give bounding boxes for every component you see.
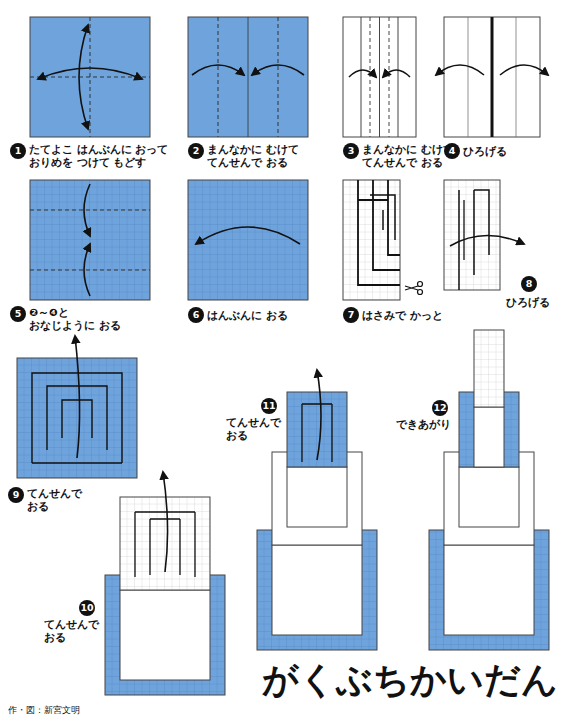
instruction-text: てんせんで おる (27, 487, 87, 513)
callout-number: 11 (261, 398, 277, 414)
callout-number: 7 (343, 307, 359, 323)
instruction-text: ❷～❹と おなじように おる (29, 306, 129, 332)
instruction-text: てんせんで おる (44, 618, 104, 644)
callout-number: 10 (79, 600, 95, 616)
callout-number: 12 (432, 400, 448, 416)
credit-note: 作・図：新宮文明 (8, 704, 80, 717)
callout-number: 5 (10, 306, 26, 322)
instruction-text: はんぶんに おる (207, 309, 317, 322)
callout-number: 4 (444, 143, 460, 159)
instruction-text: たてよこ はんぶんに おって おりめを つけて もどす (29, 143, 179, 169)
callout-number: 6 (188, 307, 204, 323)
diagram-title: がくぶちかいだん (262, 656, 558, 705)
callout-number: 1 (10, 143, 26, 159)
callout-number: 9 (8, 487, 24, 503)
instruction-text: できあがり (396, 418, 466, 431)
callout-number: 8 (521, 276, 537, 292)
callout-number: 2 (188, 143, 204, 159)
instruction-text: ひろげる (506, 296, 566, 309)
instruction-text: ひろげる (463, 145, 553, 158)
instruction-text: はさみで かっと (362, 309, 472, 322)
callout-number: 3 (343, 143, 359, 159)
instruction-text: てんせんで おる (226, 416, 286, 442)
instruction-text: まんなかに むけて てんせんで おる (207, 143, 307, 169)
